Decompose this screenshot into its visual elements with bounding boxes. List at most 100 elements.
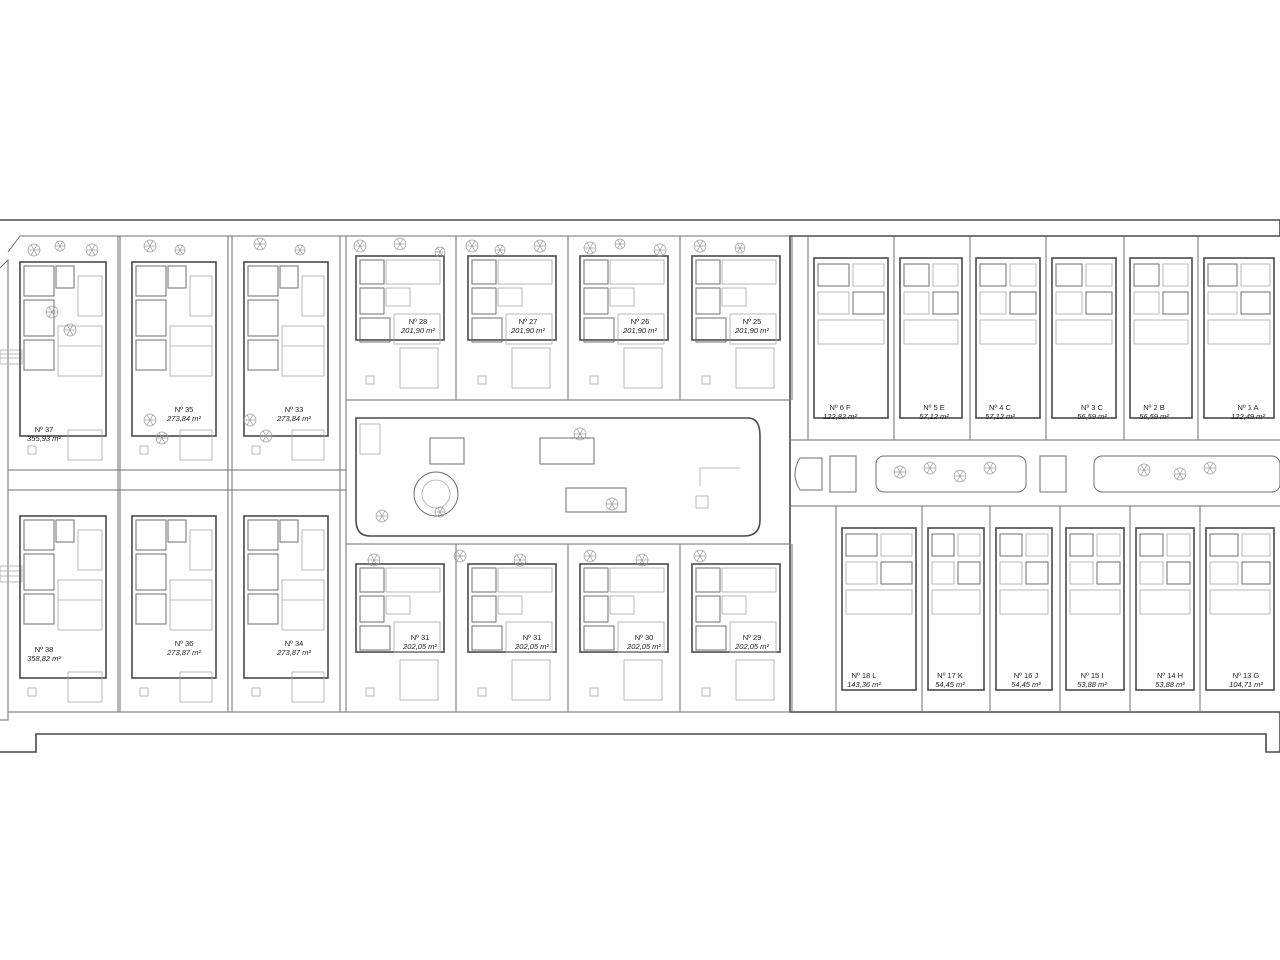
tree-symbol [494,244,506,256]
tree-branch [579,428,584,435]
room-outline [135,519,167,551]
tree-symbol [294,244,306,256]
tree-branch [471,240,476,247]
room-outline [1241,533,1271,557]
room-outline [505,621,553,653]
unit-number: Nº 13 G [1233,671,1260,680]
room-outline [291,429,325,461]
unit-area: 202,05 m² [402,642,437,651]
room-outline [1203,257,1275,419]
room-outline [701,687,711,697]
tree-branch [381,515,386,522]
room-outline [77,275,103,317]
room-outline [135,553,167,591]
unit-area: 122,49 m² [1231,412,1265,421]
room-outline [1025,561,1049,585]
tree-branch [926,467,931,474]
tree-branch [356,245,361,252]
tree-symbol [259,429,273,443]
room-outline [1085,263,1113,287]
room-outline [1096,561,1121,585]
room-outline [691,255,781,341]
room-outline [903,291,930,315]
tree-branch [959,475,964,482]
tree-branch [439,507,443,513]
room-outline [845,561,878,585]
tree-branch [1179,468,1184,475]
tree-branch [659,244,664,251]
tree-branch [468,245,473,252]
tree-branch [88,244,93,251]
tree-branch [246,419,251,426]
room-outline [1133,263,1160,287]
room-outline [932,291,959,315]
tree-branch [249,414,254,421]
tree-symbol [393,237,407,251]
unit-area: 56,59 m² [1139,412,1169,421]
tree-branch [439,251,443,257]
tree-branch [739,243,743,249]
tree-branch [638,559,643,566]
tree-branch [1143,469,1148,476]
tree-symbol [953,469,967,483]
tree-branch [88,249,93,256]
trees [27,237,1217,567]
tree-symbol [605,497,619,511]
tree-branch [299,245,303,251]
tree-symbol [693,549,707,563]
room-outline [291,671,325,703]
unit-label: Nº 3 C56,59 m² [1077,403,1107,421]
tree-branch [737,243,741,249]
room-outline [931,589,981,615]
tree-branch [656,249,661,256]
tree-branch [956,475,961,482]
room-outline [735,347,775,389]
room-outline [355,563,445,653]
room-outline [583,317,615,343]
tree-branch [896,466,901,473]
tree-symbol [375,509,389,523]
room-outline [721,259,777,285]
tree-branch [396,238,401,245]
room-outline [813,257,889,419]
tree-branch [59,245,63,251]
room-outline [23,593,55,625]
room-outline [609,287,635,307]
unit-number: Nº 26 [631,317,650,326]
tree-branch [262,435,267,442]
tree-branch [459,555,464,562]
room-outline [511,347,551,389]
room-outline [1135,527,1195,691]
tree-branch [659,249,664,256]
tree-symbol [155,431,169,445]
room-outline [1055,263,1083,287]
tree-symbol [533,239,547,253]
tree-branch [179,249,183,255]
room-outline [1129,257,1193,419]
room-outline [243,515,329,679]
tree-branch [259,243,264,250]
tree-branch [158,432,163,439]
room-outline [817,319,885,345]
tree-branch [399,238,404,245]
tree-branch [59,241,63,247]
room-outline [23,299,55,337]
room-outline [19,515,107,679]
room-outline [247,519,279,551]
tree-branch [439,247,443,253]
unit-area: 202,05 m² [626,642,661,651]
tree-branch [48,306,53,313]
tree-branch [69,329,74,336]
tree-branch [373,554,378,561]
room-outline [247,265,279,297]
tree-branch [33,244,38,251]
tree-branch [259,238,264,245]
tree-symbol [243,413,257,427]
unit-area: 273,84 m² [276,414,311,423]
room-outline [135,299,167,337]
room-outline [695,259,721,285]
